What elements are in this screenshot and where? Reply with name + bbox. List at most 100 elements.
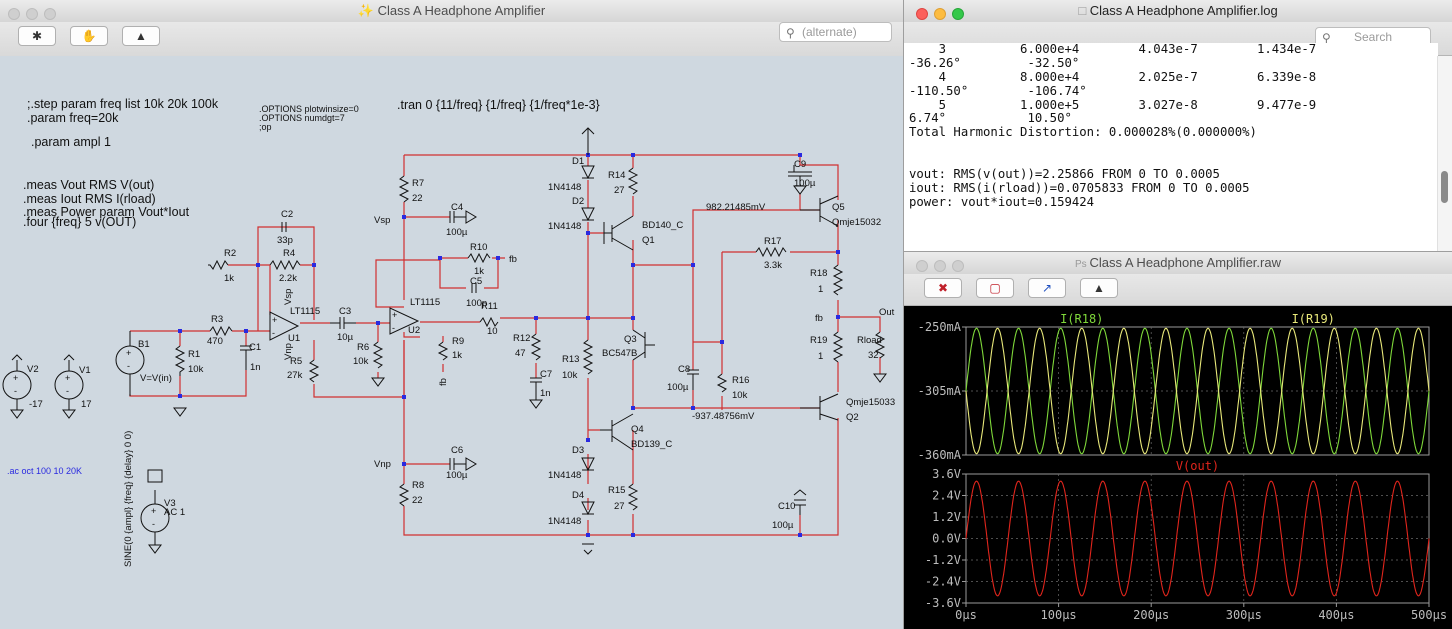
log-titlebar: □ Class A Headphone Amplifier.log [904, 0, 1452, 23]
resistor-r11 [479, 316, 499, 328]
resistor-r3 [209, 325, 233, 337]
options-directives: .OPTIONS plotwinsize=0 .OPTIONS numdgt=7… [259, 104, 359, 132]
log-line: power: vout*iout=0.159424 [909, 194, 1095, 209]
y-tick-label: -2.4V [925, 575, 961, 589]
trace-i-r19-[interactable] [965, 327, 1430, 455]
log-close-button[interactable] [916, 8, 928, 20]
value-d2: 1N4148 [548, 221, 581, 232]
capacitor-c9 [788, 165, 812, 195]
y-tick-label: -360mA [918, 448, 962, 462]
zoom-out-button[interactable]: ↗ [1028, 278, 1066, 298]
schematic-search-input[interactable]: ⚲(alternate) [779, 22, 892, 42]
y-tick-label: 1.2V [932, 510, 961, 524]
y-tick-label: 2.4V [932, 489, 961, 503]
directive-meas-power: .meas Power param Vout*Iout [23, 205, 190, 219]
resistor-r6 [372, 341, 384, 369]
log-search-input[interactable]: ⚲Search [1315, 27, 1431, 47]
pan-button[interactable]: ✋ [70, 26, 108, 46]
autorange-button[interactable]: ✖ [924, 278, 962, 298]
label-r16: R16 [732, 375, 749, 386]
log-text-area[interactable]: 3 6.000e+4 4.043e-7 1.434e-7-36.26° -32.… [904, 42, 1438, 251]
label-c7: C7 [540, 369, 552, 380]
netlabel-fb-out: fb [815, 313, 823, 324]
schematic-icon: ✨ [357, 3, 378, 18]
run-button[interactable]: ✱ [18, 26, 56, 46]
label-r14: R14 [608, 170, 625, 181]
opamp-u1 [269, 311, 300, 341]
value-v1: 17 [81, 399, 92, 410]
label-u2: U2 [408, 325, 420, 336]
resistor-r18 [832, 264, 844, 296]
label-q1: Q1 [642, 235, 655, 246]
svg-text:+: + [151, 506, 156, 516]
capacitor-c5 [471, 283, 477, 293]
x-tick-label: 0µs [955, 608, 977, 622]
netlabel-vnp-u1: Vnp [283, 343, 294, 360]
label-c2: C2 [281, 209, 293, 220]
zoom-button[interactable] [44, 8, 56, 20]
resistor-rload [874, 331, 886, 359]
value-d4: 1N4148 [548, 516, 581, 527]
value-c8: 100µ [667, 382, 689, 393]
zoom-area-button[interactable]: ▢ [976, 278, 1014, 298]
raw-zoom-button[interactable] [952, 260, 964, 272]
value-r7: 22 [412, 193, 423, 204]
value-rload: 32 [868, 350, 879, 361]
log-line: -36.26° -32.50° [909, 55, 1080, 70]
capacitor-c3 [330, 317, 356, 329]
capacitor-c1 [240, 345, 252, 370]
legend-v-out-[interactable]: V(out) [1176, 459, 1219, 473]
value-r15: 27 [614, 501, 625, 512]
close-button[interactable] [8, 8, 20, 20]
label-rload: Rload [857, 335, 882, 346]
label-v3: V3 [164, 498, 176, 509]
run-icon: ✱ [31, 29, 43, 43]
voltage-annotation-bottom: -937.48756mV [692, 411, 755, 422]
raw-minimize-button[interactable] [934, 260, 946, 272]
schematic-canvas[interactable]: +- +- +- +- +- +- ;.step param freq list… [0, 56, 903, 629]
netlabel-fb-r9: fb [438, 378, 449, 386]
label-r13: R13 [562, 354, 579, 365]
opamp-u2 [389, 307, 420, 335]
trace-v-out-[interactable] [965, 480, 1430, 597]
label-r3: R3 [211, 314, 223, 325]
minimize-button[interactable] [26, 8, 38, 20]
label-q4: Q4 [631, 424, 644, 435]
value-c6: 100µ [446, 470, 468, 481]
autorange-icon: ✖ [937, 281, 949, 295]
log-scroll-thumb[interactable] [1441, 171, 1448, 203]
zoom-out-icon: ↗ [1041, 281, 1053, 295]
schematic-title: Class A Headphone Amplifier [377, 3, 546, 18]
value-c9: 100µ [794, 178, 816, 189]
value-b1: V=V(in) [140, 373, 172, 384]
log-minimize-button[interactable] [934, 8, 946, 20]
resistor-r16 [716, 373, 728, 393]
capacitor-c8 [687, 369, 699, 390]
label-q2: Q2 [846, 412, 859, 423]
resistor-r9 [437, 341, 449, 361]
legend-i-r18-[interactable]: I(R18) [1060, 312, 1103, 326]
value-c5: 100p [466, 298, 487, 309]
log-line [909, 154, 1438, 168]
label-r15: R15 [608, 485, 625, 496]
label-r7: R7 [412, 178, 424, 189]
value-c3: 10µ [337, 332, 354, 343]
legend-i-r19-[interactable]: I(R19) [1292, 312, 1335, 326]
log-line: Total Harmonic Distortion: 0.000028%(0.0… [909, 125, 1257, 140]
raw-title: Class A Headphone Amplifier.raw [1089, 255, 1281, 270]
log-scrollbar[interactable] [1437, 56, 1452, 251]
raw-window: Ps Class A Headphone Amplifier.raw ✖ ▢ ↗… [903, 252, 1452, 629]
capacitor-c4 [449, 210, 477, 224]
y-tick-label: 0.0V [932, 532, 961, 546]
value-r6: 10k [353, 356, 369, 367]
value-r17: 3.3k [764, 260, 782, 271]
resistor-r2 [208, 259, 229, 271]
log-zoom-button[interactable] [952, 8, 964, 20]
raw-probe-button[interactable]: ▲ [1080, 278, 1118, 298]
probe-button[interactable]: ▲ [122, 26, 160, 46]
raw-close-button[interactable] [916, 260, 928, 272]
type-q5: Qmje15032 [832, 217, 881, 228]
label-c10: C10 [778, 501, 795, 512]
label-v2: V2 [27, 364, 39, 375]
